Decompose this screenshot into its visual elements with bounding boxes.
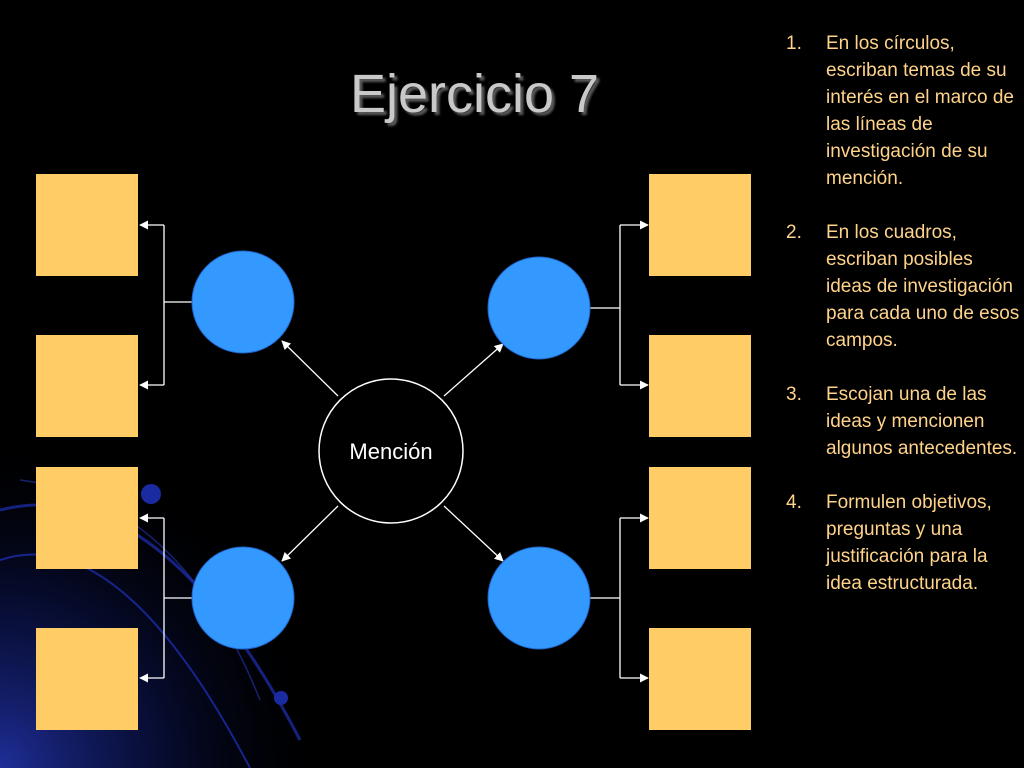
center-circle[interactable] [318, 378, 464, 524]
instruction-step: 4. Formulen objetivos, preguntas y una j… [786, 489, 1022, 597]
idea-box-right-1[interactable] [649, 174, 751, 276]
slide-title: Ejercicio 7 [350, 64, 600, 124]
step-text: En los círculos, escriban temas de su in… [826, 33, 1014, 189]
idea-box-right-2[interactable] [649, 335, 751, 437]
topic-circle-bottom-right[interactable] [487, 546, 591, 650]
idea-box-right-3[interactable] [649, 467, 751, 569]
instruction-step: 2. En los cuadros, escriban posibles ide… [786, 219, 1022, 354]
idea-box-left-4[interactable] [36, 628, 138, 730]
idea-box-right-4[interactable] [649, 628, 751, 730]
idea-box-left-2[interactable] [36, 335, 138, 437]
instruction-step: 1. En los círculos, escriban temas de su… [786, 30, 1022, 192]
topic-circle-top-right[interactable] [487, 256, 591, 360]
center-label: Mención [349, 439, 433, 464]
step-number: 2. [786, 222, 802, 243]
idea-box-left-1[interactable] [36, 174, 138, 276]
topic-circles [191, 250, 591, 650]
step-number: 1. [786, 33, 802, 54]
center-connectors [281, 340, 504, 562]
step-text: Formulen objetivos, preguntas y una just… [826, 492, 992, 594]
step-text: Escojan una de las ideas y mencionen alg… [826, 384, 1018, 459]
step-number: 4. [786, 492, 802, 513]
step-number: 3. [786, 384, 802, 405]
idea-box-left-3[interactable] [36, 467, 138, 569]
instruction-step: 3. Escojan una de las ideas y mencionen … [786, 381, 1022, 462]
idea-boxes [36, 174, 751, 730]
topic-circle-top-left[interactable] [191, 250, 295, 354]
topic-circle-bottom-left[interactable] [191, 546, 295, 650]
instructions-list: 1. En los círculos, escriban temas de su… [786, 30, 1022, 624]
step-text: En los cuadros, escriban posibles ideas … [826, 222, 1020, 351]
bracket-connectors [139, 220, 649, 683]
